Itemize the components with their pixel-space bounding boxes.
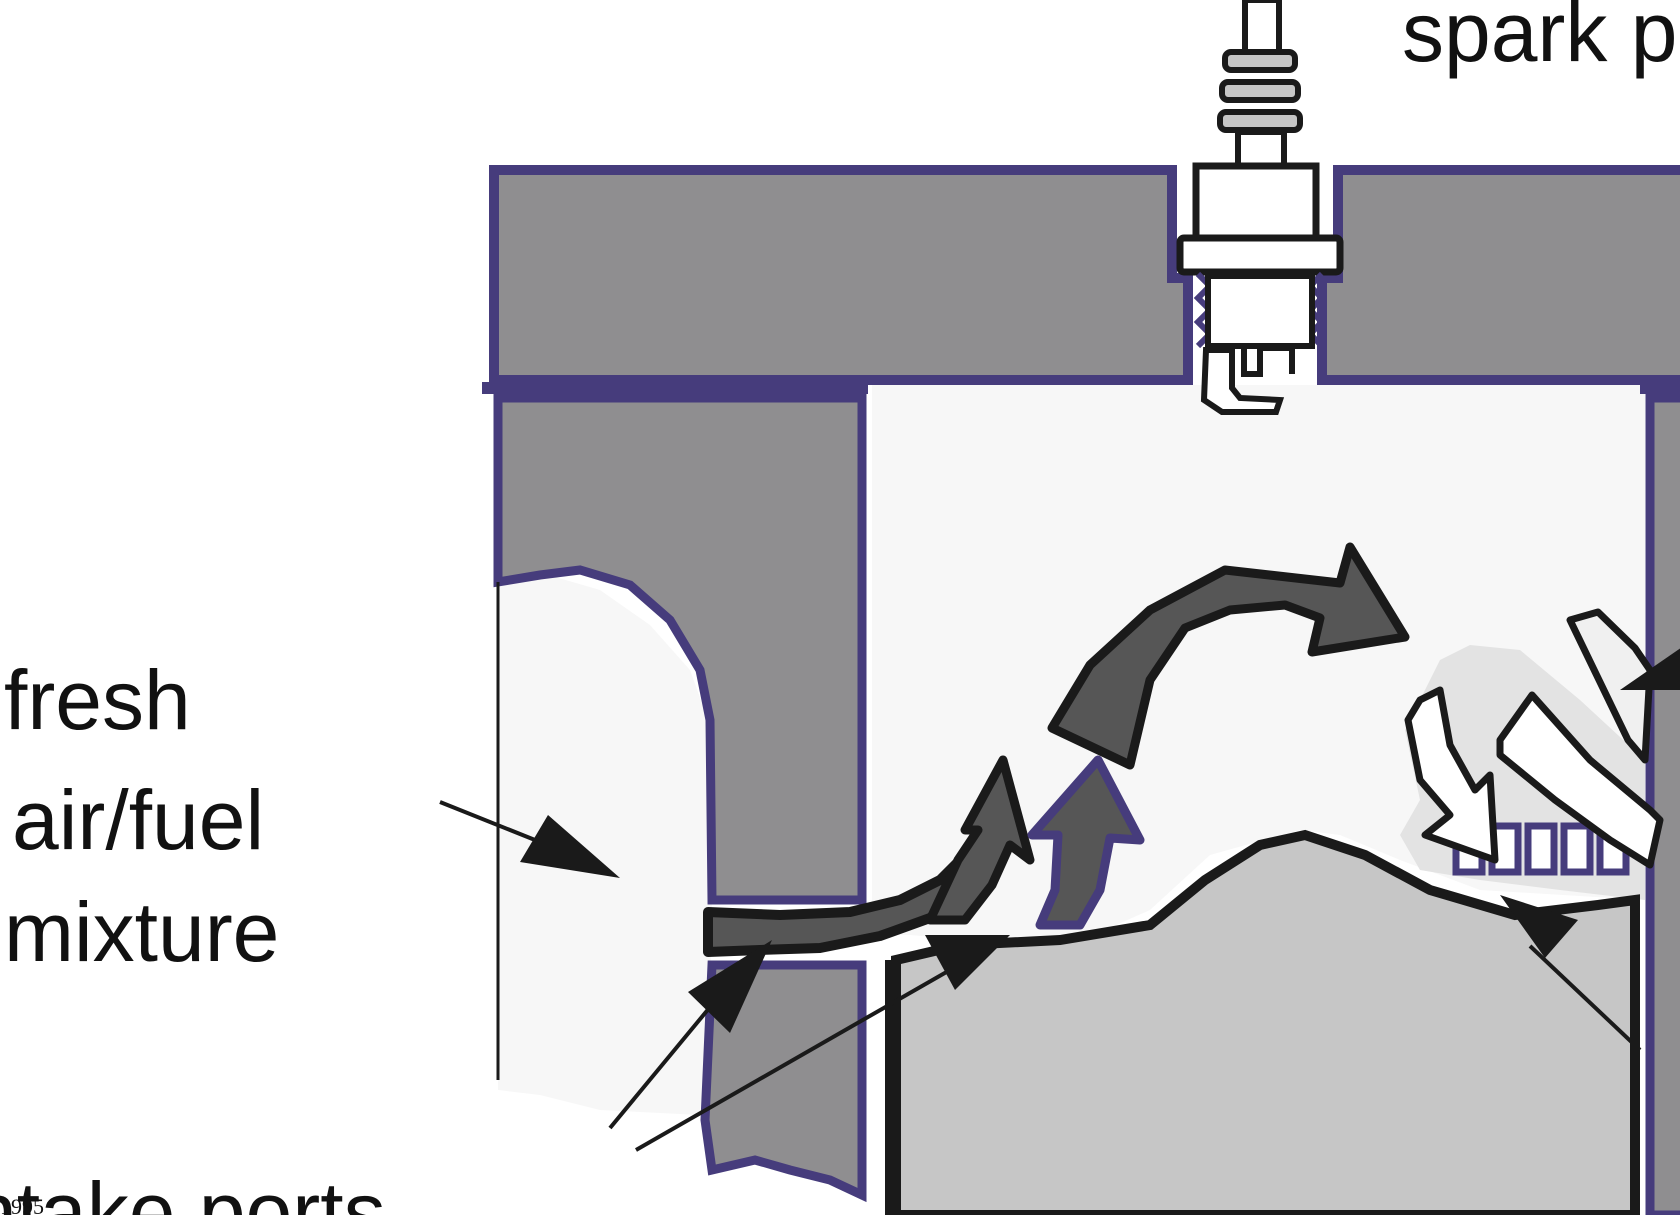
spark-plug-label: spark p	[1402, 0, 1678, 79]
intake-ports-label: ntake ports	[0, 1165, 386, 1215]
fresh-mixture-label-line-1: fresh	[4, 653, 191, 747]
cylinder-wall-left-lower	[700, 960, 867, 1203]
cylinder-wall-left	[493, 393, 867, 905]
flow-arrow-icon	[1496, 691, 1664, 869]
copyright-year: 1995	[0, 1194, 44, 1215]
flow-arrow-icon	[1404, 686, 1499, 864]
cylinder-head	[489, 165, 1193, 385]
flow-arrow-icon	[925, 755, 1035, 925]
fresh-mixture-label-line-2: air/fuel	[12, 773, 265, 867]
cylinder-head-right	[1317, 165, 1680, 385]
cylinder-wall-right	[1645, 393, 1680, 1215]
leader-arrow-icon	[439, 800, 620, 878]
transfer-channel-gas	[498, 574, 712, 1115]
leader-arrow-icon	[1620, 648, 1680, 690]
spark-plug-icon	[1176, 0, 1344, 415]
fresh-mixture-label-line-3: mixture	[4, 885, 280, 979]
flow-arrow-icon	[1047, 542, 1410, 770]
leader-arrow-icon	[608, 895, 1642, 1152]
flow-arrow-icon	[1027, 755, 1145, 930]
